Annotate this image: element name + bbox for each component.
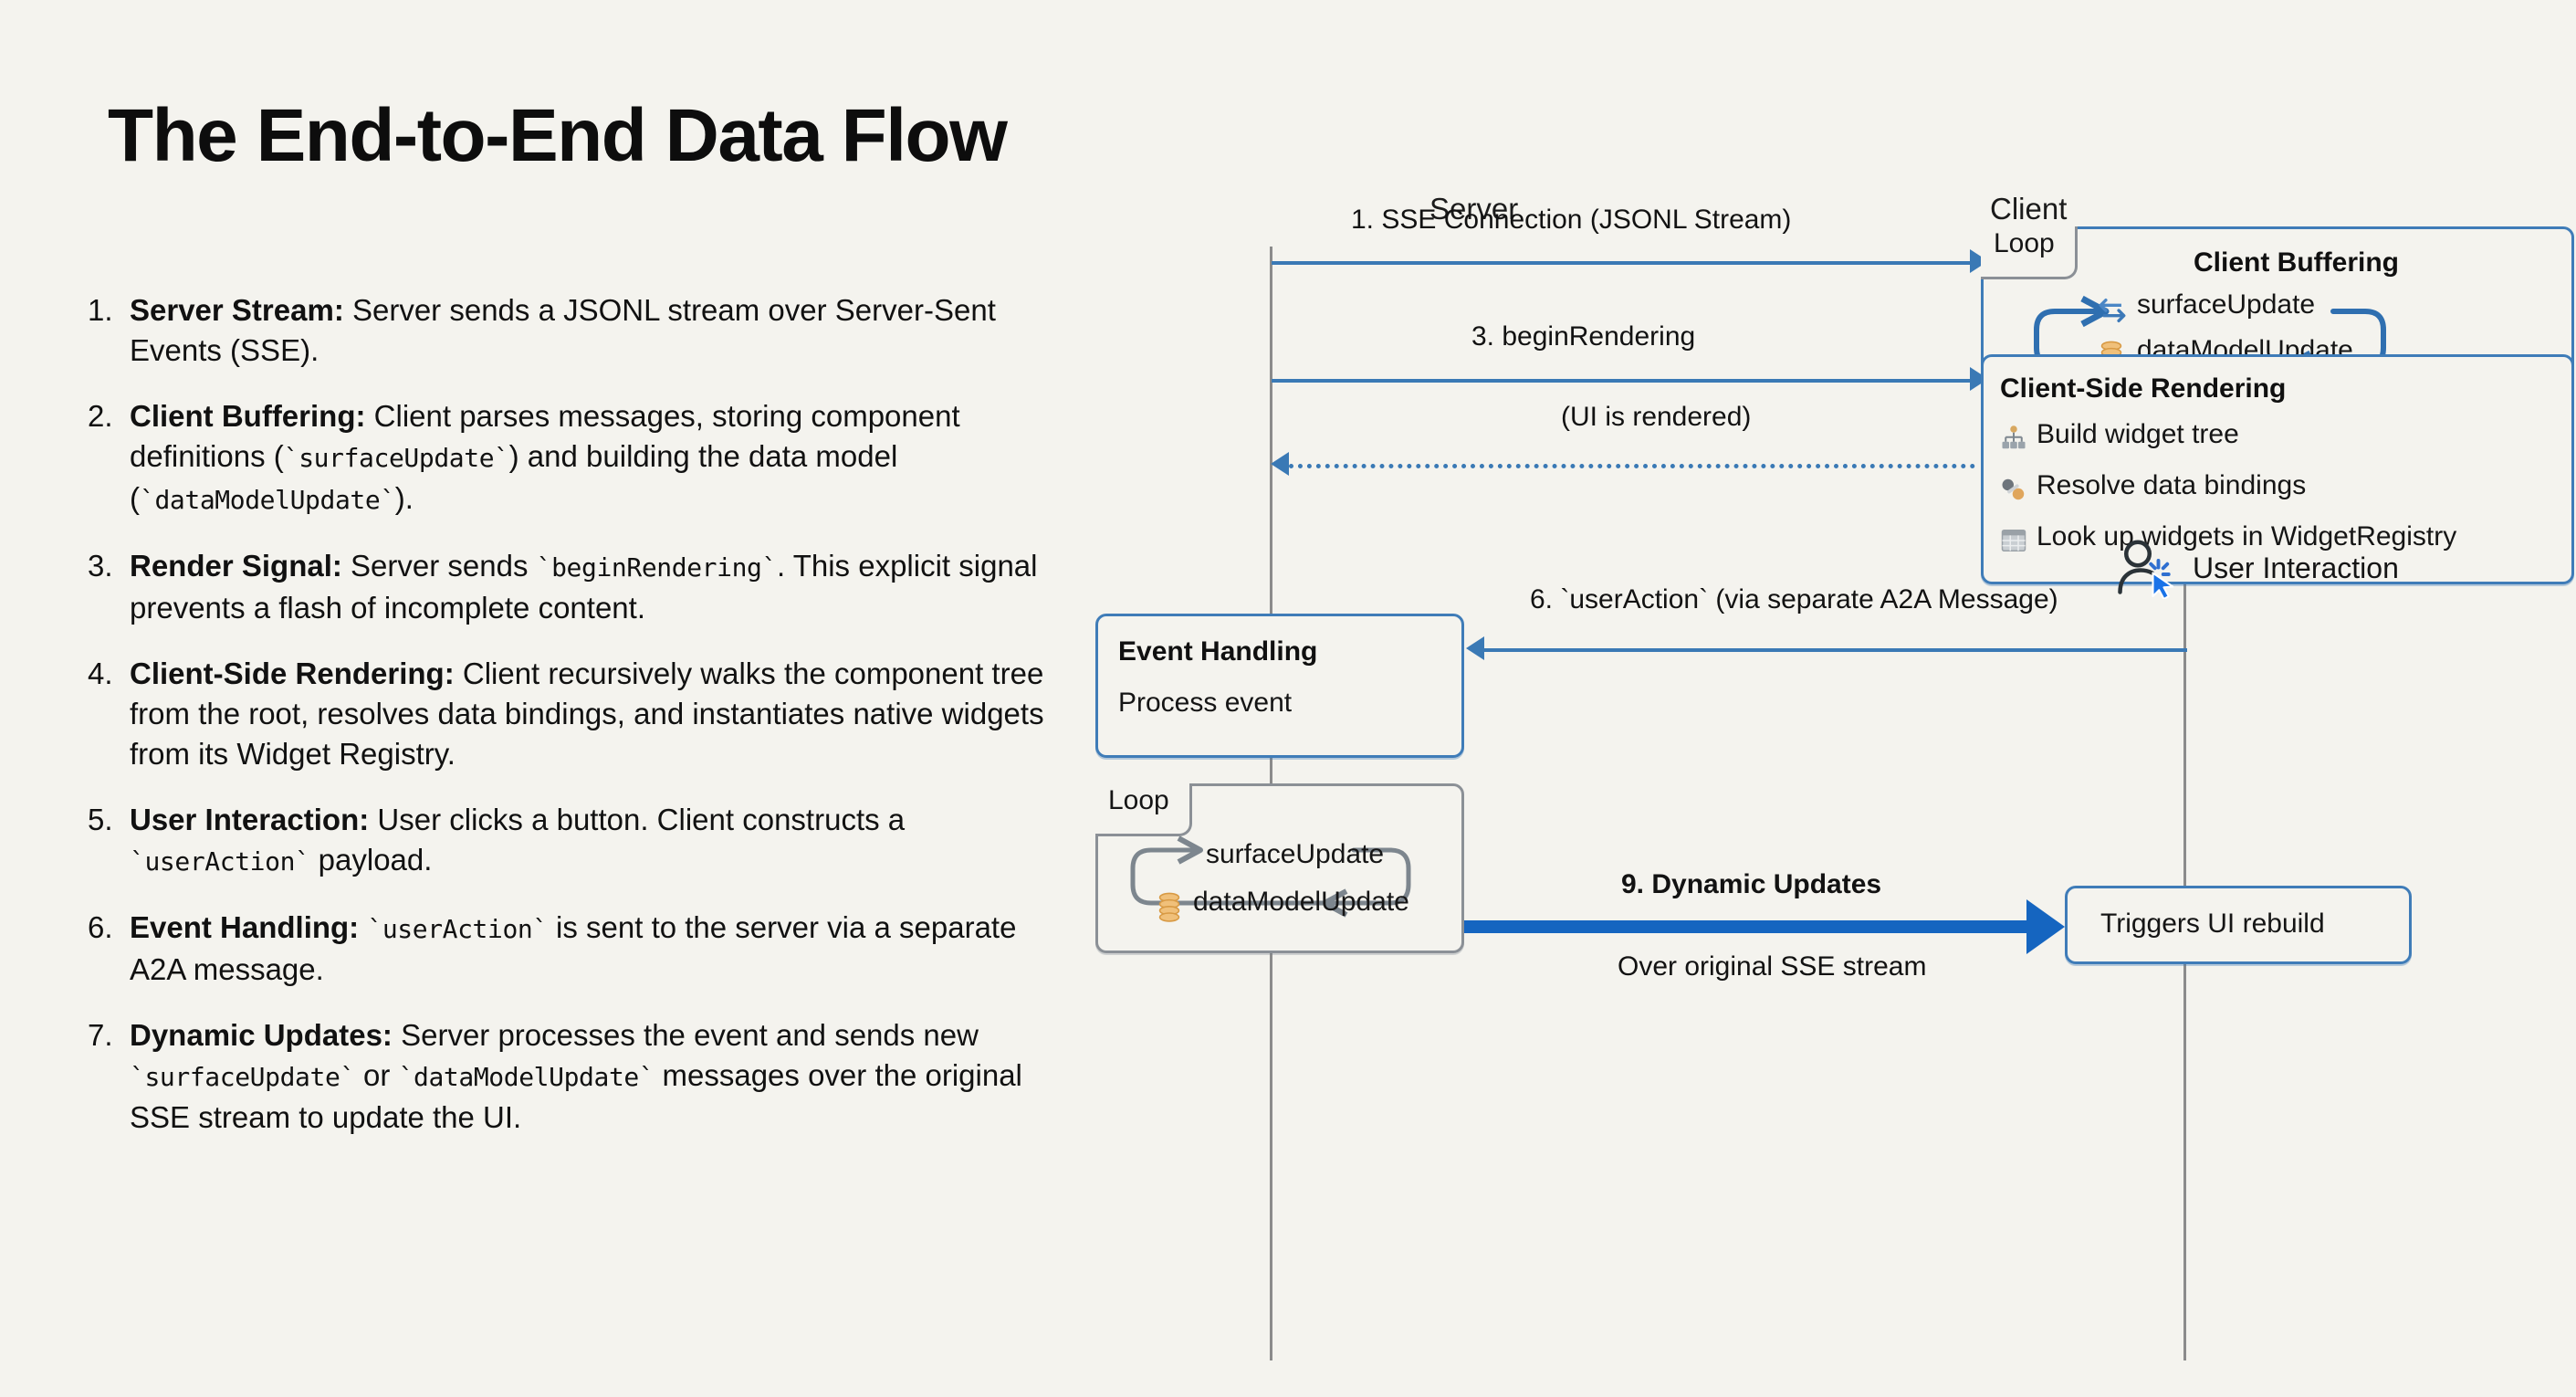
- client-buffering-loop-label: Loop: [1994, 228, 2055, 258]
- step-text: Client-Side Rendering: Client recursivel…: [130, 656, 1044, 771]
- step-number: 7.: [88, 1018, 113, 1052]
- arrow-sse-connection: [1272, 261, 1974, 265]
- step-number: 4.: [88, 656, 113, 690]
- step-item: 6. Event Handling: `userAction` is sent t…: [88, 908, 1073, 990]
- step-text: Client Buffering: Client parses messages…: [130, 399, 960, 515]
- client-rendering-item-1-label: Resolve data bindings: [2037, 470, 2307, 500]
- user-click-icon: [2116, 539, 2182, 604]
- client-buffering-item-0-label: surfaceUpdate: [2137, 289, 2316, 320]
- arrow-head-user-action: [1466, 636, 1484, 660]
- step-term: User Interaction:: [130, 803, 370, 836]
- server-loop-box: surfaceUpdate dataModelUpdate: [1095, 783, 1464, 953]
- client-buffering-title: Client Buffering: [2194, 247, 2399, 278]
- step-text: Server Stream: Server sends a JSONL stre…: [130, 293, 996, 367]
- step-item: 2. Client Buffering: Client parses messag…: [88, 396, 1073, 520]
- message-label-begin-rendering: 3. beginRendering: [1471, 321, 1696, 352]
- table-grid-icon: [2000, 527, 2027, 559]
- step-item: 7. Dynamic Updates: Server processes the …: [88, 1015, 1073, 1138]
- inline-code: `userAction`: [367, 914, 548, 944]
- client-rendering-title: Client-Side Rendering: [2000, 373, 2287, 404]
- client-rendering-item-0-label: Build widget tree: [2037, 419, 2239, 449]
- message-label-dynamic-updates-sub: Over original SSE stream: [1618, 951, 1927, 982]
- server-loop-label: Loop: [1108, 785, 1169, 815]
- arrow-begin-rendering: [1272, 379, 1974, 383]
- step-text: Render Signal: Server sends `beginRender…: [130, 549, 1038, 625]
- server-loop-tab: Loop: [1095, 783, 1192, 836]
- step-number: 3.: [88, 549, 113, 583]
- user-interaction-label: User Interaction: [2193, 551, 2399, 584]
- message-label-ui-rendered: (UI is rendered): [1561, 402, 1752, 432]
- step-item: 1. Server Stream: Server sends a JSONL st…: [88, 290, 1073, 371]
- step-term: Server Stream:: [130, 293, 344, 327]
- inline-code: `surfaceUpdate`: [130, 1062, 355, 1092]
- arrow-ui-rendered: [1289, 464, 1975, 468]
- step-number: 1.: [88, 293, 113, 327]
- inline-code: `surfaceUpdate`: [283, 443, 509, 473]
- arrow-dynamic-updates: [1464, 920, 2030, 933]
- page-title: The End-to-End Data Flow: [108, 94, 1008, 177]
- step-number: 2.: [88, 399, 113, 433]
- step-text: Event Handling: `userAction` is sent to …: [130, 910, 1017, 986]
- database-stack-icon: [1155, 892, 1184, 928]
- step-term: Event Handling:: [130, 910, 360, 944]
- step-text: User Interaction: User clicks a button. …: [130, 803, 906, 877]
- step-item: 4. Client-Side Rendering: Client recursiv…: [88, 654, 1073, 774]
- inline-code: `dataModelUpdate`: [398, 1062, 654, 1092]
- arrow-head-ui-rendered: [1271, 452, 1289, 476]
- step-term: Dynamic Updates:: [130, 1018, 393, 1052]
- message-label-user-action: 6. `userAction` (via separate A2A Messag…: [1530, 584, 2058, 614]
- inline-code: `beginRendering`: [536, 552, 778, 583]
- lifeline-client: [2183, 247, 2186, 1360]
- step-text: Dynamic Updates: Server processes the ev…: [130, 1018, 1022, 1134]
- org-chart-icon: [2000, 425, 2027, 457]
- client-rendering-item-2-label: Look up widgets in WidgetRegistry: [2037, 521, 2457, 551]
- lifeline-label-client: Client: [1990, 192, 2068, 226]
- event-handling-box: Event Handling Process event: [1095, 614, 1464, 758]
- event-handling-title: Event Handling: [1118, 636, 1318, 667]
- server-loop-item-0-label: surfaceUpdate: [1206, 839, 1385, 869]
- exchange-arrows-icon: [2097, 295, 2128, 331]
- sequence-diagram: Server Client 1. SSE Connection (JSONL S…: [1077, 192, 2574, 1397]
- arrow-head-dynamic-updates: [2026, 899, 2065, 954]
- step-term: Client Buffering:: [130, 399, 366, 433]
- step-term: Render Signal:: [130, 549, 342, 583]
- inline-code: `userAction`: [130, 846, 310, 877]
- message-label-sse-connection: 1. SSE Connection (JSONL Stream): [1351, 205, 1792, 235]
- step-term: Client-Side Rendering:: [130, 656, 455, 690]
- server-loop-arrows: [1130, 835, 1411, 918]
- step-number: 6.: [88, 910, 113, 944]
- inline-code: `dataModelUpdate`: [140, 485, 395, 515]
- client-buffering-loop-tab: Loop: [1981, 226, 2078, 279]
- triggers-ui-rebuild-box: Triggers UI rebuild: [2065, 886, 2412, 964]
- message-label-dynamic-updates: 9. Dynamic Updates: [1621, 869, 1882, 899]
- step-item: 5. User Interaction: User clicks a button…: [88, 800, 1073, 882]
- step-item: 3. Render Signal: Server sends `beginRend…: [88, 546, 1073, 628]
- client-rendering-box: Client-Side Rendering Build widget tree: [1981, 354, 2574, 584]
- server-loop-item-1-label: dataModelUpdate: [1193, 887, 1409, 917]
- triggers-ui-rebuild-label: Triggers UI rebuild: [2100, 909, 2325, 939]
- arrow-user-action: [1484, 648, 2187, 652]
- event-handling-subtitle: Process event: [1118, 688, 1293, 718]
- link-chain-icon: [2000, 476, 2027, 508]
- step-number: 5.: [88, 803, 113, 836]
- lifeline-label-server: Server: [1429, 192, 1519, 226]
- steps-list: 1. Server Stream: Server sends a JSONL st…: [88, 290, 1073, 1163]
